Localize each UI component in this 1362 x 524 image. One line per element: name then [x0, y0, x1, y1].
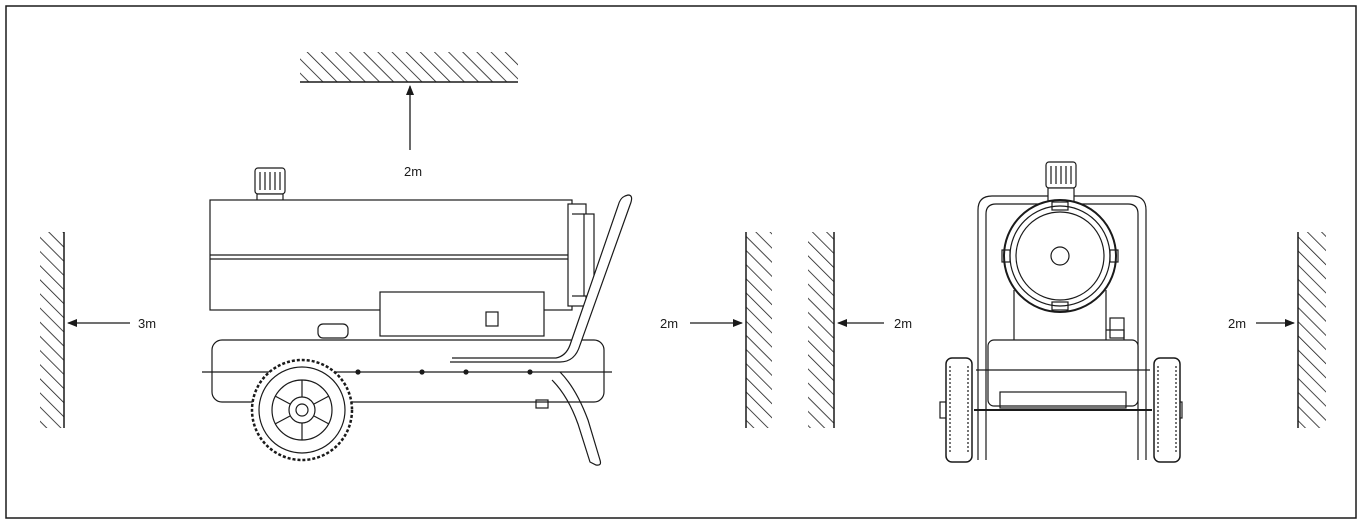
side-view: 2m 3m 2m: [40, 52, 772, 466]
front-wall-hatch: [745, 232, 772, 428]
rear-wall-hatch: [40, 232, 65, 428]
front-view: 2m 2m: [808, 161, 1326, 463]
clearance-front-label: 2m: [660, 316, 678, 331]
left-wall-hatch: [808, 232, 835, 428]
heater-front-illustration: [939, 161, 1183, 463]
clearance-right-label: 2m: [1228, 316, 1246, 331]
clearance-top-label: 2m: [404, 164, 422, 179]
right-wall-hatch: [1297, 232, 1326, 428]
clearance-left-label: 2m: [894, 316, 912, 331]
diagram-frame: [5, 5, 1357, 519]
ceiling-hatch: [300, 52, 518, 83]
heater-side-illustration: [202, 167, 633, 466]
clearance-rear-label: 3m: [138, 316, 156, 331]
